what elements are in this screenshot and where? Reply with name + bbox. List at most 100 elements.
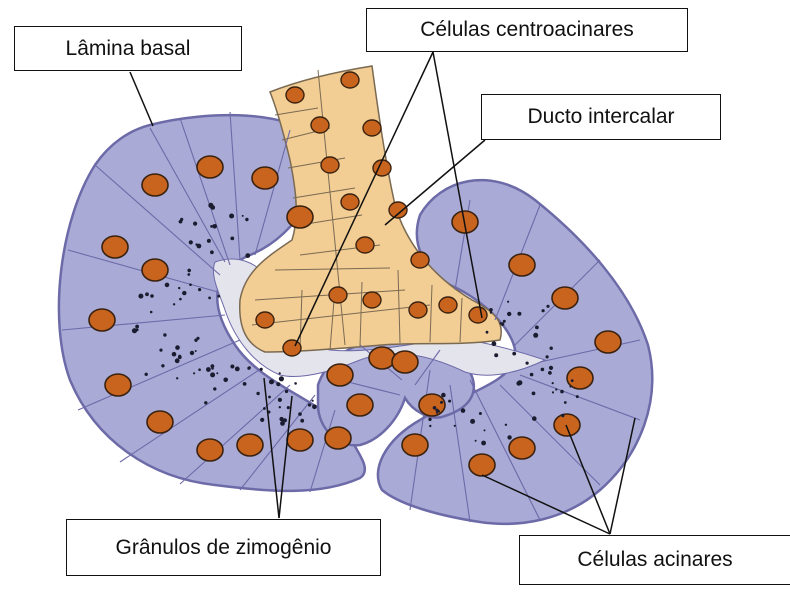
zymogen-granule xyxy=(172,352,177,357)
pointer-line xyxy=(130,72,153,126)
zymogen-granule xyxy=(492,341,497,346)
zymogen-granule xyxy=(242,215,244,217)
zymogen-granule xyxy=(298,412,302,416)
zymogen-granule xyxy=(204,401,207,404)
zymogen-granule xyxy=(175,358,180,363)
zymogen-granule xyxy=(161,364,164,367)
label-lamina-basal-text: Lâmina basal xyxy=(66,37,191,61)
duct-nucleus xyxy=(363,120,381,136)
acinar-nucleus xyxy=(252,167,278,189)
duct-nucleus xyxy=(283,340,301,356)
zymogen-granule xyxy=(260,418,264,422)
zymogen-granule xyxy=(312,400,314,402)
zymogen-granule xyxy=(448,400,451,403)
zymogen-granule xyxy=(481,441,486,446)
zymogen-granule xyxy=(175,345,180,350)
zymogen-granule xyxy=(530,373,534,377)
acinar-nucleus xyxy=(105,374,131,396)
acinar-nucleus xyxy=(347,394,373,416)
zymogen-granule xyxy=(505,424,507,426)
zymogen-granule xyxy=(145,292,149,296)
zymogen-granule xyxy=(308,403,311,406)
zymogen-granule xyxy=(279,376,284,381)
acinar-nucleus xyxy=(509,254,535,276)
zymogen-granule xyxy=(517,380,522,385)
zymogen-granule xyxy=(278,398,282,402)
zymogen-granule xyxy=(279,406,281,408)
acinar-nucleus xyxy=(419,394,445,416)
zymogen-granule xyxy=(486,331,489,334)
acinar-nucleus xyxy=(402,434,428,456)
zymogen-granule xyxy=(210,250,214,254)
zymogen-granule xyxy=(135,325,139,329)
zymogen-granule xyxy=(313,407,315,409)
label-granulos-zimogenio-text: Grânulos de zimogênio xyxy=(116,536,332,560)
zymogen-granule xyxy=(138,294,143,299)
acinar-nucleus xyxy=(469,454,495,476)
label-granulos-zimogenio: Grânulos de zimogênio xyxy=(66,519,381,576)
zymogen-granule xyxy=(542,309,545,312)
zymogen-granule xyxy=(552,382,554,384)
zymogen-granule xyxy=(179,220,183,224)
zymogen-granule xyxy=(507,435,511,439)
zymogen-granule xyxy=(500,322,502,324)
zymogen-granule xyxy=(441,393,446,398)
zymogen-granule xyxy=(532,392,536,396)
acinar-nucleus xyxy=(142,174,168,196)
acinar-nucleus xyxy=(237,434,263,456)
zymogen-granule xyxy=(552,391,554,393)
zymogen-granule xyxy=(433,406,437,410)
zymogen-granule xyxy=(546,355,549,358)
zymogen-granule xyxy=(269,379,274,384)
zymogen-granule xyxy=(428,418,431,421)
zymogen-granule xyxy=(245,218,248,221)
zymogen-granule xyxy=(189,283,192,286)
acinar-nucleus xyxy=(509,437,535,459)
duct-nucleus xyxy=(341,72,359,88)
zymogen-granule xyxy=(561,414,564,417)
zymogen-granule xyxy=(569,385,571,387)
zymogen-granule xyxy=(165,283,170,288)
zymogen-granule xyxy=(150,311,153,314)
zymogen-granule xyxy=(546,305,549,308)
zymogen-granule xyxy=(179,298,182,301)
zymogen-granule xyxy=(195,350,197,352)
zymogen-granule xyxy=(436,412,438,414)
zymogen-granule xyxy=(159,349,162,352)
zymogen-granule xyxy=(235,367,240,372)
acinar-nucleus xyxy=(554,414,580,436)
zymogen-granule xyxy=(145,373,148,376)
zymogen-granule xyxy=(286,390,288,392)
zymogen-granule xyxy=(190,351,194,355)
zymogen-granule xyxy=(429,425,431,427)
zymogen-granule xyxy=(247,367,250,370)
zymogen-granule xyxy=(176,377,178,379)
zymogen-granule xyxy=(532,416,537,421)
zymogen-granule xyxy=(182,291,186,295)
zymogen-granule xyxy=(217,295,220,298)
zymogen-granule xyxy=(216,372,218,374)
zymogen-granule xyxy=(163,333,166,336)
zymogen-granule xyxy=(507,301,509,303)
zymogen-granule xyxy=(198,288,201,291)
zymogen-granule xyxy=(196,337,199,340)
zymogen-granule xyxy=(187,269,191,273)
zymogen-granule xyxy=(207,239,211,243)
zymogen-granule xyxy=(564,401,567,404)
zymogen-granule xyxy=(494,353,498,357)
acinar-nucleus xyxy=(89,309,115,331)
zymogen-granule xyxy=(479,412,482,415)
zymogen-granule xyxy=(206,367,211,372)
zymogen-granule xyxy=(571,379,574,382)
zymogen-granule xyxy=(517,312,521,316)
zymogen-granule xyxy=(208,297,211,300)
label-celulas-centroacinares-text: Células centroacinares xyxy=(420,18,634,42)
zymogen-granule xyxy=(230,365,234,369)
zymogen-granule xyxy=(197,244,202,249)
label-celulas-acinares-text: Células acinares xyxy=(577,548,732,572)
zymogen-granule xyxy=(550,347,553,350)
acinar-nucleus xyxy=(552,287,578,309)
zymogen-granule xyxy=(484,429,486,431)
zymogen-granule xyxy=(210,225,213,228)
acinar-nucleus xyxy=(369,347,395,369)
